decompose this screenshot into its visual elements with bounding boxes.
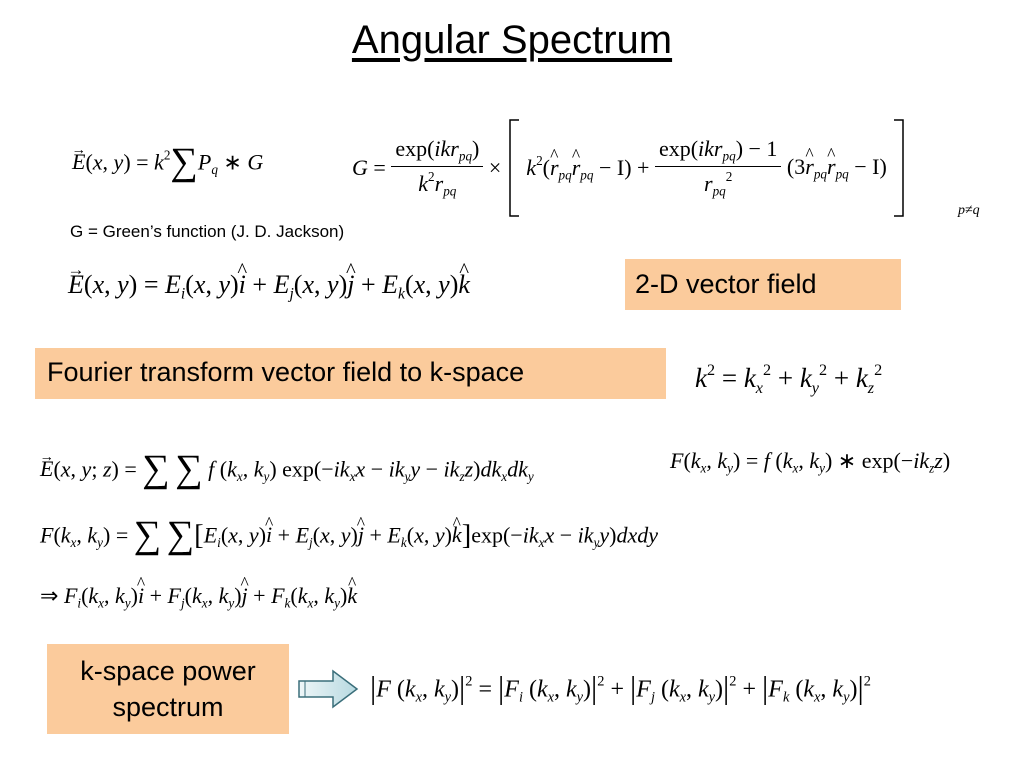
right-bracket-icon — [894, 119, 905, 217]
equation-wavevector: k2 = kx2 + ky2 + kz2 — [695, 361, 883, 397]
equation-green-function: G = exp(ikrpq)k2rpq × k2(rpqrpq − I) + e… — [352, 118, 906, 218]
equation-propagator: F(kx, ky) = f (kx, ky) ∗ exp(−ikzz) — [670, 448, 951, 476]
equation-field-expansion: E(x, y; z) = ∑ ∑ f (kx, ky) exp(−ikxx − … — [40, 450, 534, 489]
right-arrow-icon — [298, 669, 359, 709]
power-spectrum-line-2: spectrum — [112, 692, 224, 722]
power-spectrum-line-1: k-space power — [80, 656, 256, 686]
green-function-note: G = Green’s function (J. D. Jackson) — [70, 222, 345, 241]
equation-fourier-transform: F(kx, ky) = ∑ ∑[Ei(x, y)i + Ej(x, y)j + … — [40, 516, 658, 555]
equation-field-components: E(x, y) = Ei(x, y)i + Ej(x, y)j + Ek(x, … — [68, 271, 470, 302]
equation-spectrum-components: ⇒ Fi(kx, ky)i + Fj(kx, ky)j + Fk(kx, ky)… — [40, 585, 357, 610]
vector-field-box: 2-D vector field — [625, 259, 901, 310]
page-title: Angular Spectrum — [351, 18, 673, 62]
left-bracket-icon — [509, 119, 519, 217]
equation-power-spectrum: |F (kx, ky)|2 = |Fi (kx, ky)|2 + |Fj (kx… — [370, 670, 871, 706]
equation-field-sum: E(x, y) = k2∑Pq ∗ G — [72, 143, 263, 182]
power-spectrum-box: k-space power spectrum — [47, 644, 289, 734]
fourier-transform-box: Fourier transform vector field to k-spac… — [35, 348, 666, 399]
green-subscript: p≠q — [958, 203, 980, 218]
